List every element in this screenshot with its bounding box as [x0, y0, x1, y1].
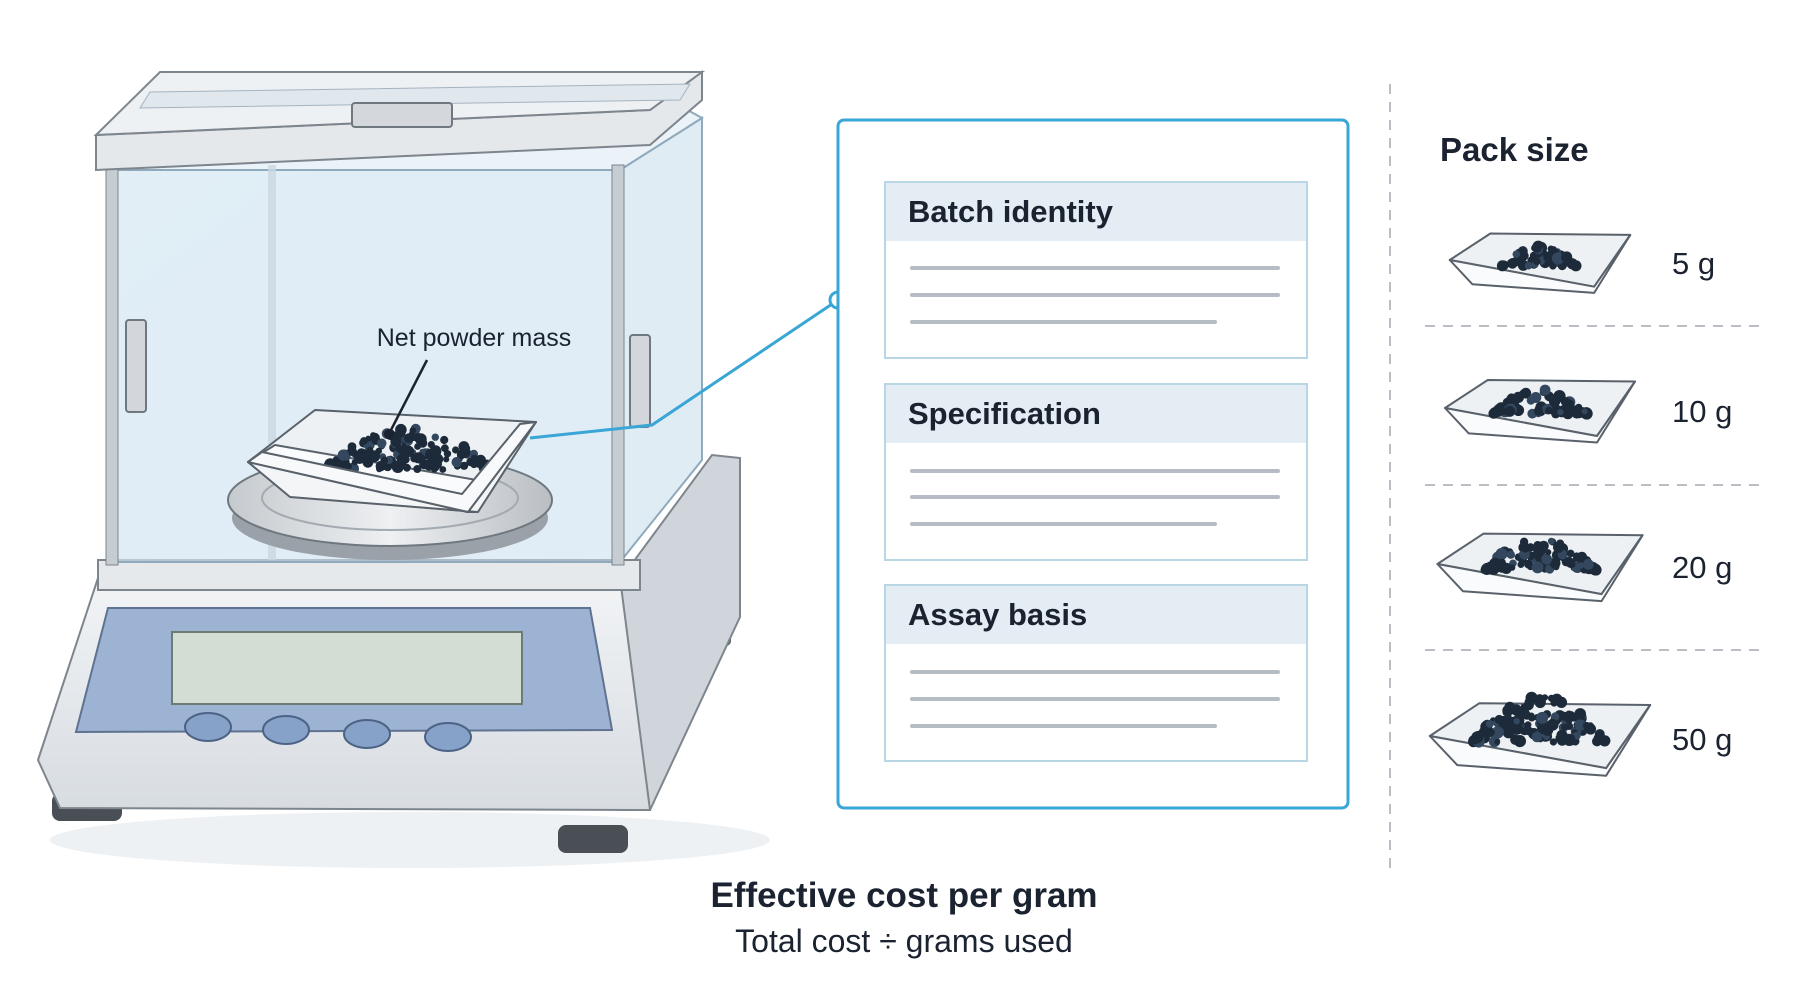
door-handle-left[interactable] [125, 319, 147, 413]
pack-size-label: 10 g [1672, 394, 1732, 429]
pack-size-label: 5 g [1672, 246, 1715, 281]
pack-size-list: 5 g 10 g 20 g 50 g [1428, 232, 1733, 777]
pack-size-label: 50 g [1672, 722, 1732, 757]
pack-size-label: 20 g [1672, 550, 1732, 585]
cal-button[interactable] [343, 719, 391, 749]
weigh-boat-rim [247, 421, 537, 513]
pack-size-option[interactable]: 5 g [1448, 232, 1715, 294]
connector-line [529, 298, 839, 440]
section-assay-basis: Assay basis [884, 584, 1308, 762]
callout-arrow [389, 359, 429, 431]
net-powder-mass-label: Net powder mass [377, 324, 572, 352]
section-header [886, 183, 1306, 241]
mode-button[interactable] [262, 715, 310, 745]
top-frame-glass [139, 83, 691, 109]
section-batch-identity: Batch identity [884, 181, 1308, 359]
formula-title: Effective cost per gram [710, 876, 1097, 915]
powder-pile-on-pan [247, 421, 537, 513]
glass-seam [268, 165, 276, 560]
section-header [886, 586, 1306, 644]
pack-size-option[interactable]: 10 g [1444, 379, 1732, 444]
pack-size-column: Pack size 5 g 10 g 20 g 50 g [1425, 131, 1765, 777]
balance-ledge [97, 559, 641, 591]
frame-post-right [611, 164, 625, 566]
powder-pile [1468, 691, 1611, 748]
formula-expression: Total cost ÷ grams used [735, 923, 1073, 959]
balance-shadow [50, 812, 770, 868]
powder-pile [1488, 384, 1593, 420]
power-button[interactable] [424, 722, 472, 752]
pack-size-option[interactable]: 20 g [1436, 532, 1732, 603]
tare-button[interactable] [184, 712, 232, 742]
section-title: Assay basis [908, 597, 1087, 632]
section-specification: Specification [884, 383, 1308, 561]
callout-arrow-tip [384, 429, 394, 439]
pack-size-option[interactable]: 50 g [1428, 691, 1733, 777]
balance-foot-right [558, 825, 628, 853]
powder-pile [1480, 537, 1602, 576]
door-handle-right[interactable] [629, 334, 651, 428]
powder-pile [318, 423, 494, 476]
section-title: Batch identity [908, 194, 1114, 229]
top-handle[interactable] [351, 102, 453, 128]
pack-size-heading: Pack size [1440, 131, 1589, 168]
frame-post-left [105, 164, 119, 566]
powder-pile [1496, 240, 1582, 272]
section-header [886, 385, 1306, 443]
analytical-balance: Net powder mass [36, 70, 770, 868]
section-title: Specification [908, 396, 1101, 431]
datasheet-panel: Batch identity Specification Assay basis [836, 118, 1350, 810]
lcd-screen [171, 631, 523, 705]
